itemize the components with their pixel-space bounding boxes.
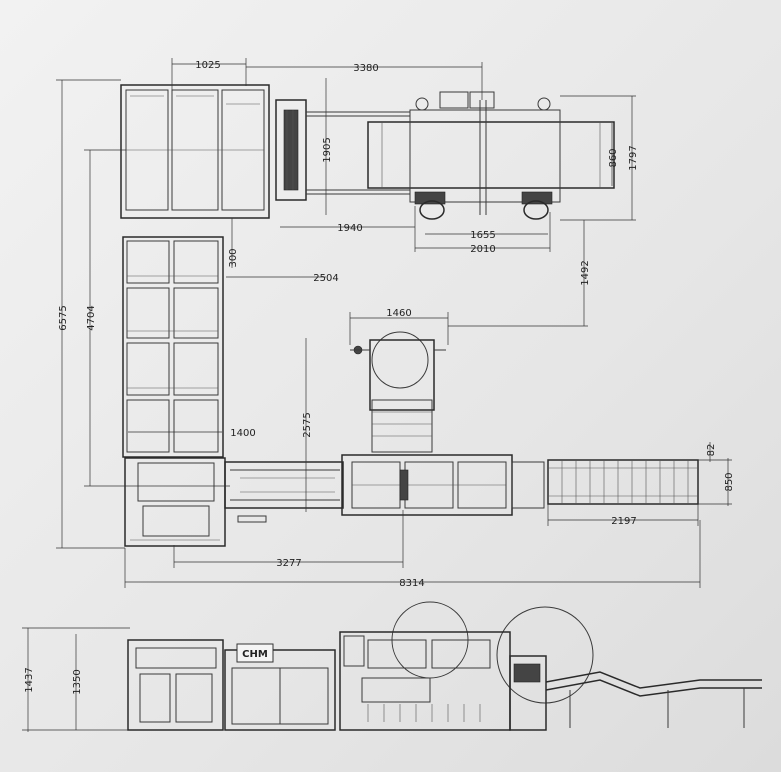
dim-6575: 6575 [58, 305, 69, 330]
dim-2010: 2010 [470, 244, 495, 255]
dim-1940: 1940 [337, 223, 362, 234]
dim-850: 850 [724, 472, 735, 491]
output-conveyor [547, 459, 699, 505]
side-view: CHM [22, 601, 762, 732]
roller-feed-unit [275, 99, 410, 201]
dim-1350: 1350 [72, 669, 83, 694]
dim-860: 860 [608, 148, 619, 167]
vertical-cabinet-stack [122, 236, 224, 458]
main-conveyor [224, 454, 545, 516]
dim-2504: 2504 [313, 273, 338, 284]
dim-1400: 1400 [230, 428, 255, 439]
base-cabinet [124, 457, 267, 547]
dim-2575: 2575 [302, 412, 313, 437]
middle-roll-unit [350, 331, 446, 453]
top-view [56, 58, 732, 588]
vent-array [367, 704, 481, 722]
dim-1905: 1905 [322, 137, 333, 162]
dim-1437: 1437 [24, 667, 35, 692]
dim-3380: 3380 [353, 63, 378, 74]
dim-1460: 1460 [386, 308, 411, 319]
dim-8314: 8314 [399, 578, 424, 589]
side-main-machine [339, 601, 594, 731]
dim-1025: 1025 [195, 60, 220, 71]
upper-transfer-unit [367, 91, 615, 220]
machine-logo-text: CHM [242, 649, 268, 660]
dim-3277: 3277 [276, 558, 301, 569]
top-view-dimension-lines [56, 58, 732, 588]
dim-1797: 1797 [628, 145, 639, 170]
side-middle-cabinet: CHM [224, 643, 336, 731]
dim-82: 82 [706, 444, 717, 457]
dim-2197: 2197 [611, 516, 636, 527]
dim-300: 300 [228, 248, 239, 267]
upper-cabinet [120, 84, 270, 219]
dim-1655: 1655 [470, 230, 495, 241]
dim-1492: 1492 [580, 260, 591, 285]
logo-plate [236, 643, 274, 663]
dimension-labels: 1025 3380 1905 860 1797 1940 1655 2010 3… [24, 60, 735, 695]
side-left-cabinet [127, 639, 224, 731]
side-output-conveyor [545, 671, 762, 728]
dim-4704: 4704 [86, 305, 97, 330]
